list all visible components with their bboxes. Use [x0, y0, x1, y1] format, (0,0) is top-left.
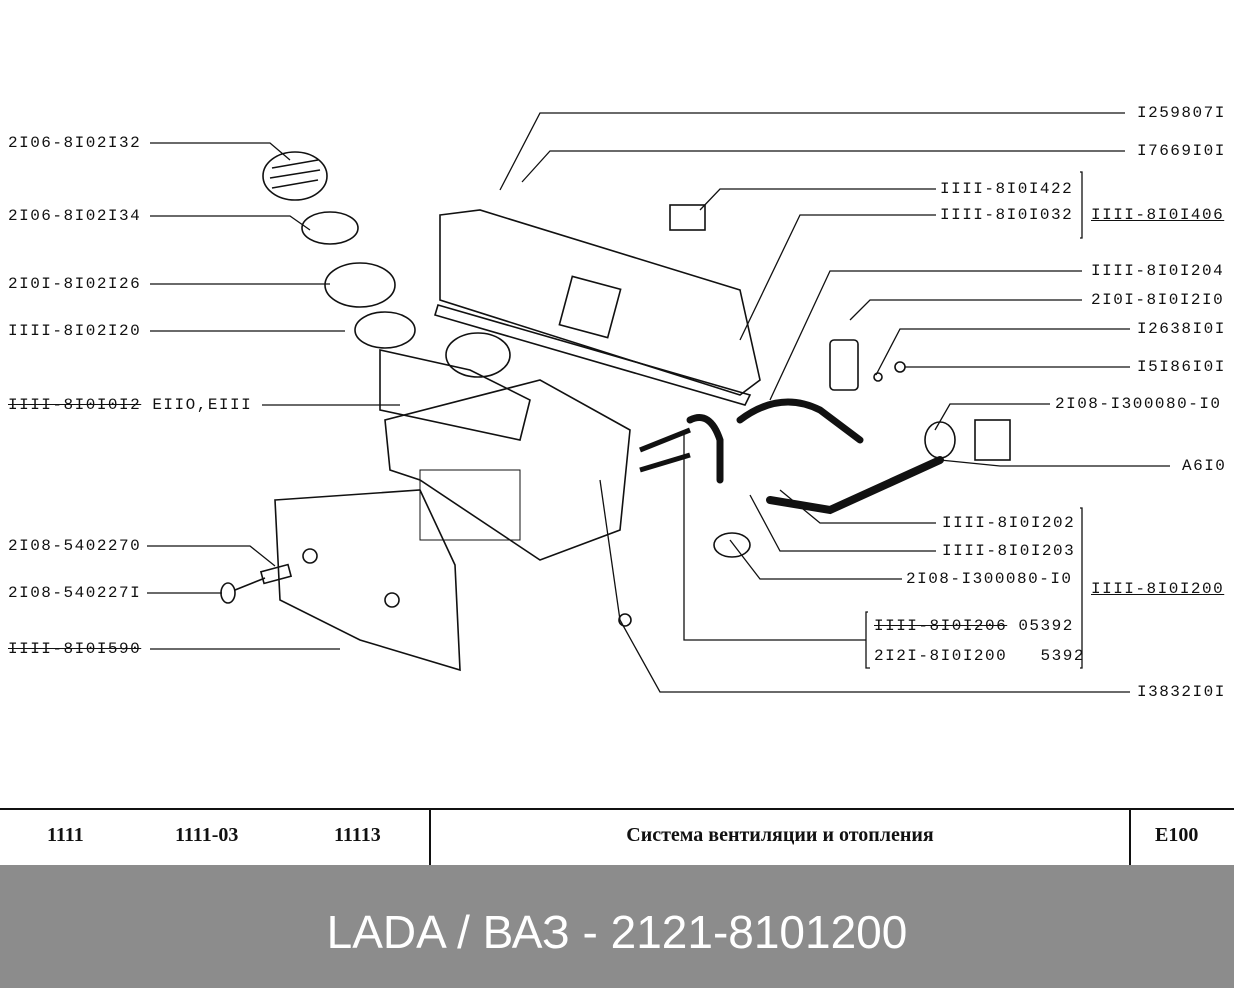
model-11113: 11113: [334, 824, 381, 846]
part-label: 2I08-5402270: [8, 537, 142, 555]
part-label: I3832I0I: [1137, 683, 1226, 701]
part-label: I2638I0I: [1137, 320, 1226, 338]
part-number-banner: LADA / ВАЗ - 2121-8101200: [0, 865, 1234, 988]
part-label: IIII-8I0I203: [942, 542, 1076, 560]
part-label: IIII-8I0I206 05392: [874, 617, 1074, 635]
exploded-parts-diagram: [147, 112, 1170, 693]
divider: [1129, 810, 1131, 867]
divider: [429, 810, 431, 867]
part-label: IIII-8I0I422: [940, 180, 1074, 198]
part-suffix: 05392: [1007, 617, 1074, 635]
part-label: I5I86I0I: [1137, 358, 1226, 376]
assembly-label: IIII-8I0I200: [1091, 580, 1225, 598]
part-label: 2I0I-8I0I2I0: [1091, 291, 1225, 309]
title-block: 1111 1111-03 11113 Система вентиляции и …: [0, 808, 1234, 867]
part-label: I7669I0I: [1137, 142, 1226, 160]
model-1111-03: 1111-03: [175, 824, 239, 846]
part-label: IIII-8I0I204: [1091, 262, 1225, 280]
model-1111: 1111: [47, 824, 84, 846]
part-label: IIII-8I0I032: [940, 206, 1074, 224]
part-code: 2I2I-8I0I200: [874, 647, 1008, 665]
part-label: 2I06-8I02I34: [8, 207, 142, 225]
parts: [220, 151, 1011, 672]
part-suffix: 5392: [1007, 647, 1085, 665]
part-label: 2I08-I300080-I0: [906, 570, 1073, 588]
part-suffix: EIIO,EIII: [141, 396, 253, 414]
part-label: 2I0I-8I02I26: [8, 275, 142, 293]
part-code-obsolete: IIII-8I0I0I2: [8, 396, 142, 414]
part-label: 2I08-I300080-I0: [1055, 395, 1222, 413]
part-label: A6I0: [1182, 457, 1227, 475]
leader-lines: [147, 112, 1170, 693]
section-title: Система вентиляции и отопления: [626, 824, 934, 846]
part-label: IIII-8I0I202: [942, 514, 1076, 532]
assembly-label: IIII-8I0I406: [1091, 206, 1225, 224]
part-label: IIII-8I0I0I2 EIIO,EIII: [8, 396, 252, 414]
section-code: E100: [1155, 824, 1199, 846]
part-label: 2I08-540227I: [8, 584, 142, 602]
part-label: 2I06-8I02I32: [8, 134, 142, 152]
part-label: 2I2I-8I0I200 5392: [874, 647, 1085, 665]
part-label: IIII-8I02I20: [8, 322, 142, 340]
banner-text: LADA / ВАЗ - 2121-8101200: [326, 906, 908, 958]
grille-cap: [262, 151, 328, 201]
part-label-obsolete: IIII-8I0I590: [8, 640, 142, 658]
part-code-obsolete: IIII-8I0I206: [874, 617, 1008, 635]
part-label: I259807I: [1137, 104, 1226, 122]
